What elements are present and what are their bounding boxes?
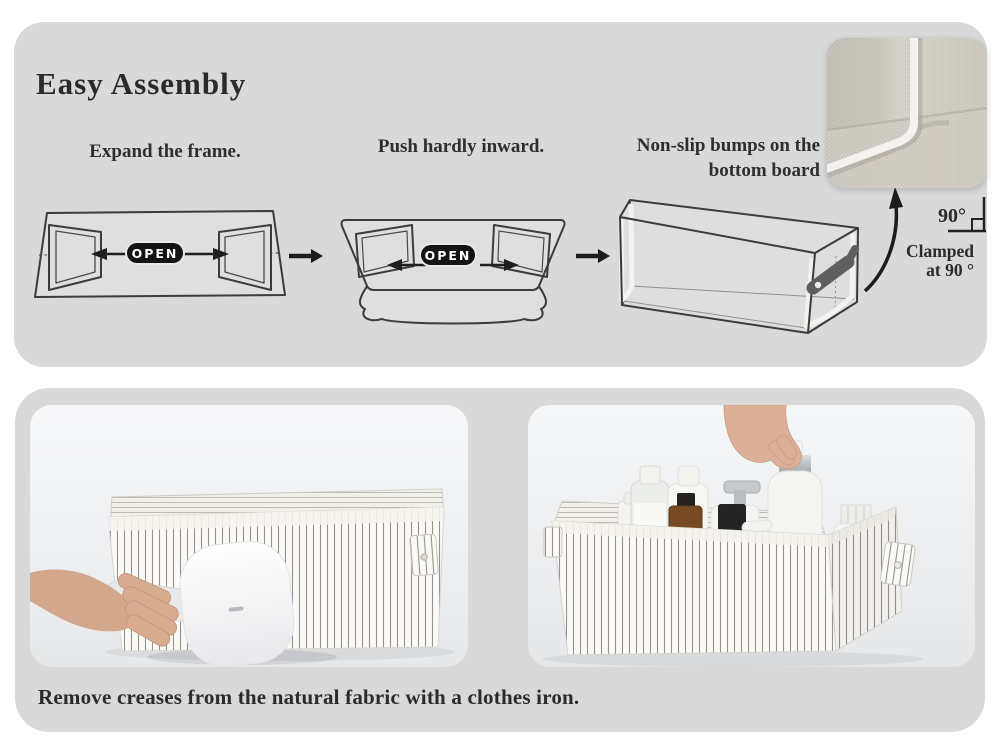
half-open-basket-diagram bbox=[330, 210, 576, 340]
step-label-push: Push hardly inward. bbox=[377, 136, 545, 157]
clamped-line2: at 90 ° bbox=[926, 260, 974, 280]
fabric-care-panel: Remove creases from the natural fabric w… bbox=[15, 388, 985, 732]
curved-arrow-icon bbox=[845, 185, 915, 305]
organized-basket-photo bbox=[528, 405, 975, 667]
step-label-nonslip: Non-slip bumps on the bottom board bbox=[612, 134, 820, 183]
step-label-nonslip-line2: bottom board bbox=[708, 159, 820, 181]
care-caption: Remove creases from the natural fabric w… bbox=[38, 685, 580, 709]
clamped-line1: Clamped bbox=[905, 241, 974, 261]
clamped-angle-label: Clamped at 90 ° bbox=[832, 242, 974, 280]
angle-value-label: 90° bbox=[938, 205, 966, 227]
step-arrow-icon bbox=[576, 249, 610, 263]
section-title: Easy Assembly bbox=[36, 66, 247, 101]
assembly-instructions-panel: Easy Assembly Expand the frame. Push har… bbox=[14, 22, 987, 367]
open-badge: OPEN bbox=[127, 243, 183, 263]
open-badge: OPEN bbox=[421, 245, 475, 265]
ironing-basket-photo bbox=[30, 405, 468, 667]
step-arrow-icon bbox=[289, 249, 323, 263]
corner-detail-photo bbox=[827, 38, 987, 188]
step-label-nonslip-line1: Non-slip bumps on the bbox=[636, 135, 820, 156]
assembled-basket-diagram bbox=[608, 196, 876, 344]
step-label-expand: Expand the frame. bbox=[89, 141, 241, 162]
right-angle-icon bbox=[934, 192, 994, 236]
